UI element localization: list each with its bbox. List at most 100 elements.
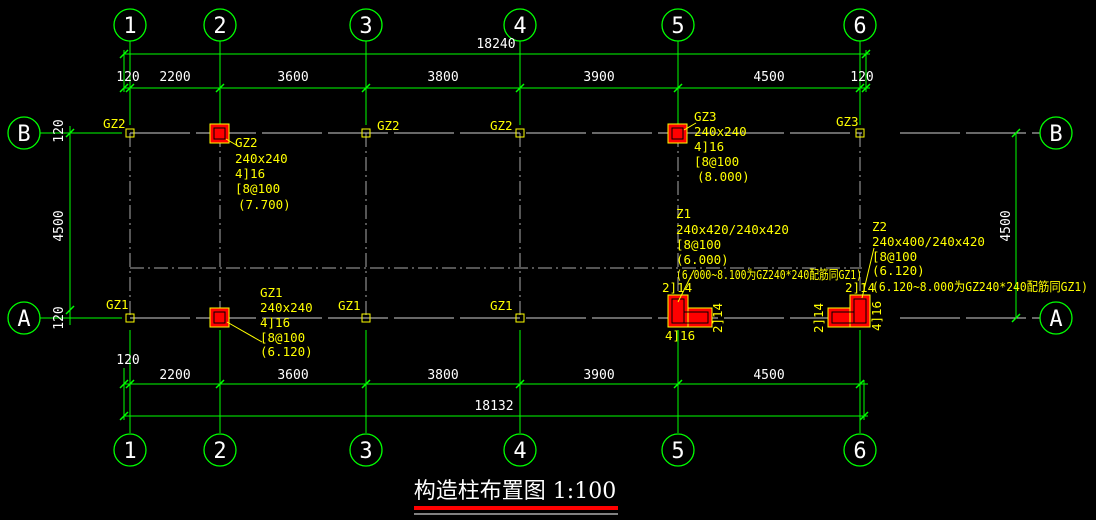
gz2-callout-rebar: 4]16 [235, 166, 265, 181]
axis-6-top-label: 6 [853, 14, 866, 39]
axis-2-bottom-label: 2 [213, 439, 226, 464]
column-z2-vertical [849, 294, 871, 328]
gz1-label-a1: GZ1 [106, 297, 129, 312]
axis-b-left-bubble: B [7, 116, 41, 150]
top-dimensions: 18240 120 2200 3600 3800 3900 4500 120 [116, 37, 874, 93]
dim-bottom-3600: 3600 [277, 368, 308, 383]
axis-3-top-label: 3 [359, 14, 372, 39]
column-z2-inner-h [831, 311, 855, 324]
tick-mark [1011, 313, 1021, 323]
dim-bottom-3900: 3900 [583, 368, 614, 383]
leader-z1 [677, 269, 695, 303]
gz-marker-a3 [361, 313, 371, 323]
dim-top-4500: 4500 [753, 70, 784, 85]
z1-callout-elevation: (6.000) [676, 252, 729, 267]
axis-4-bottom-bubble: 4 [503, 433, 537, 467]
callout-z1: Z1 240x420/240x420 [8@100 (6.000) (6.000… [676, 206, 862, 282]
axis-6-top-bubble: 6 [843, 8, 877, 42]
dim-bottom-120-left: 120 [116, 353, 139, 368]
tick-mark [65, 305, 75, 315]
axis-a-right-bubble: A [1039, 301, 1073, 335]
leader-gz1 [226, 321, 263, 343]
axis-4-top-bubble: 4 [503, 8, 537, 42]
axis-b-left-label: B [17, 122, 30, 147]
tick-mark [361, 379, 371, 389]
tick-mark [861, 49, 871, 59]
leader-z2 [861, 247, 875, 299]
z2-callout-elevation: (6.120) [872, 263, 925, 278]
tick-mark [119, 379, 129, 389]
dim-top-3800: 3800 [427, 70, 458, 85]
z1-rebar-right: 2]14 [710, 303, 725, 333]
tick-mark [215, 83, 225, 93]
axis-a-right-label: A [1049, 307, 1062, 332]
axis-3-bottom-bubble: 3 [349, 433, 383, 467]
z2-callout-stirrup: [8@100 [872, 249, 917, 264]
dim-top-120-right: 120 [850, 70, 873, 85]
leader-gz3 [683, 122, 697, 131]
dim-top-120-left: 120 [116, 70, 139, 85]
dim-left-4500: 4500 [52, 210, 67, 241]
grid-lines [129, 132, 1040, 319]
leader-lines [225, 122, 875, 343]
z1-callout-name: Z1 [676, 206, 691, 221]
tick-mark [119, 49, 129, 59]
gz3-callout-size: 240x240 [694, 124, 747, 139]
axis-5-top-bubble: 5 [661, 8, 695, 42]
tick-mark [1011, 128, 1021, 138]
tick-mark [855, 379, 865, 389]
gz-marker-b6 [855, 128, 865, 138]
detailed-columns [209, 123, 871, 328]
tick-mark [515, 83, 525, 93]
axis-3-top-bubble: 3 [349, 8, 383, 42]
gz-marker-a4 [515, 313, 525, 323]
z1-callout-stirrup: [8@100 [676, 237, 721, 252]
dim-top-3900: 3900 [583, 70, 614, 85]
gz2-callout-stirrup: [8@100 [235, 181, 280, 196]
axis-5-bottom-label: 5 [671, 439, 684, 464]
bottom-dimensions: 120 2200 3600 3800 3900 4500 18132 [116, 353, 869, 421]
column-gz3-b5-inner [671, 127, 684, 140]
gz1-callout-name: GZ1 [260, 285, 283, 300]
dim-bottom-4500: 4500 [753, 368, 784, 383]
gz3-callout-name: GZ3 [694, 109, 717, 124]
column-gz1-a2 [209, 307, 230, 328]
z2-rebar-top: 2]14 [845, 280, 875, 295]
callout-z2: Z2 240x400/240x420 [8@100 (6.120) (6.120… [872, 219, 1088, 294]
column-z1-horizontal [687, 307, 713, 328]
axis-6-bottom-bubble: 6 [843, 433, 877, 467]
tick-mark [65, 128, 75, 138]
tick-mark [119, 411, 129, 421]
axis-5-top-label: 5 [671, 14, 684, 39]
z2-callout-name: Z2 [872, 219, 887, 234]
gz1-callout-stirrup: [8@100 [260, 330, 305, 345]
axis-4-bottom-label: 4 [513, 439, 526, 464]
side-dimensions: 120 4500 120 4500 [52, 119, 1021, 330]
column-gz2-b2 [209, 123, 230, 144]
dim-left-120-top: 120 [52, 119, 67, 142]
gz2-callout-elevation: (7.700) [238, 197, 291, 212]
axis-4-top-label: 4 [513, 14, 526, 39]
axis-a-left-bubble: A [7, 301, 41, 335]
dim-bottom-3800: 3800 [427, 368, 458, 383]
gz-marker-b1 [125, 128, 135, 138]
column-gz1-a2-inner [213, 311, 226, 324]
gz1-callout-elevation: (6.120) [260, 344, 313, 359]
axis-a-left-label: A [17, 307, 30, 332]
axis-stems [40, 41, 861, 433]
axis-1-top-label: 1 [123, 14, 136, 39]
tick-mark [855, 83, 865, 93]
axis-1-bottom-bubble: 1 [113, 433, 147, 467]
tick-mark [515, 379, 525, 389]
dim-left-120-bottom: 120 [52, 306, 67, 329]
gz-markers: GZ2 GZ2 GZ2 GZ3 GZ1 GZ1 GZ1 [103, 114, 865, 323]
leader-gz2 [225, 138, 239, 147]
gz3-label-b6: GZ3 [836, 114, 859, 129]
column-z2-horizontal [827, 307, 851, 328]
gz-marker-b4 [515, 128, 525, 138]
z2-rebar-left: 2]14 [811, 303, 826, 333]
gz-marker-b3 [361, 128, 371, 138]
callout-gz1: GZ1 240x240 4]16 [8@100 (6.120) [260, 285, 313, 359]
gz1-label-a4: GZ1 [490, 298, 513, 313]
